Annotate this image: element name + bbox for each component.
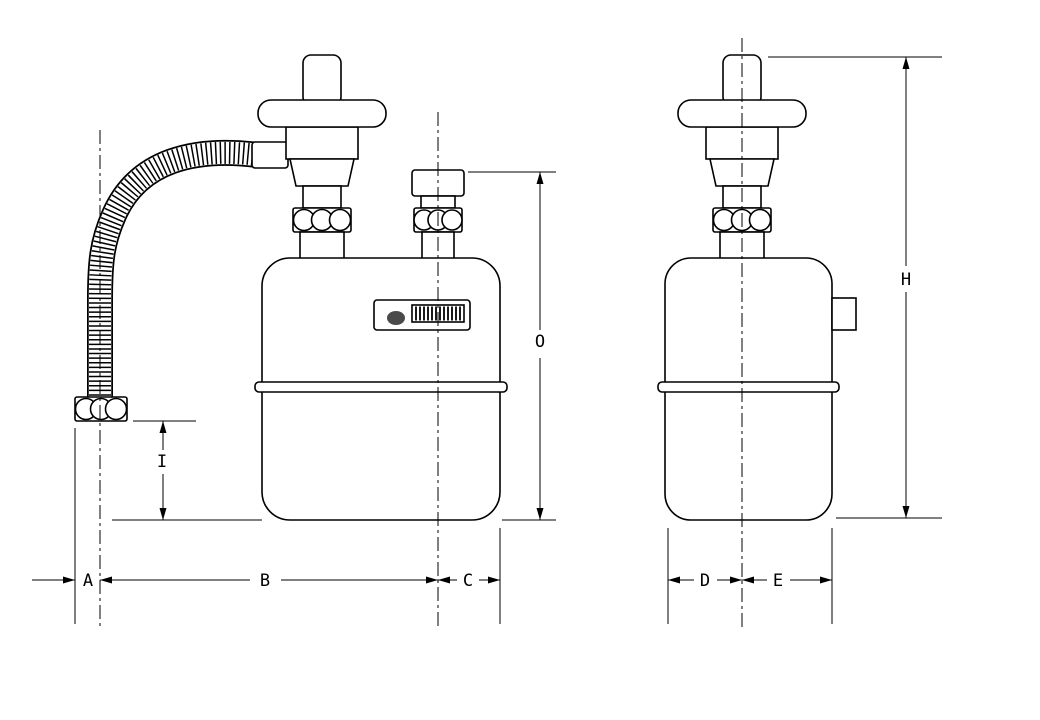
hose-elbow — [251, 141, 289, 169]
hose-core — [88, 141, 260, 400]
valve-flange — [257, 99, 387, 128]
dimension-a: A — [32, 571, 93, 591]
arrow-e-left — [742, 576, 754, 584]
dim-label-i: I — [157, 452, 167, 472]
arrow-o-bottom — [536, 508, 544, 520]
arrow-i-bottom — [159, 508, 167, 520]
dimension-o: O — [535, 172, 545, 520]
dimensions: I O H A B — [32, 56, 942, 624]
arrow-c-right — [488, 576, 500, 584]
arrow-e-right — [820, 576, 832, 584]
arrow-h-bottom — [902, 506, 910, 518]
hose-ribs — [89, 141, 260, 400]
dim-label-c: C — [463, 571, 473, 591]
meter-body-front — [254, 257, 508, 521]
dim-label-d: D — [700, 571, 710, 591]
flexible-hose — [87, 139, 260, 400]
inlet-valve-assembly — [251, 54, 387, 260]
arrow-c-left — [438, 576, 450, 584]
outlet-nut-knurl-3 — [441, 209, 463, 231]
dimension-h: H — [901, 57, 911, 518]
meter-body-side — [657, 257, 857, 521]
register-counter-digits — [415, 306, 461, 321]
register-window — [373, 299, 471, 331]
dimension-i: I — [157, 421, 167, 520]
inlet-nut-knurl-3 — [328, 208, 352, 232]
dimension-c: C — [438, 571, 500, 591]
arrow-b-right — [426, 576, 438, 584]
dim-label-h: H — [901, 270, 911, 290]
inlet-pipe-lower — [299, 231, 345, 260]
hose-nut-knurl-3 — [104, 397, 128, 421]
inlet-pipe-upper — [302, 185, 342, 209]
body-seam-band-front — [254, 381, 508, 393]
dimension-d: D — [668, 571, 742, 591]
valve-taper — [289, 158, 355, 187]
arrow-a-right — [63, 576, 75, 584]
side-view — [657, 54, 857, 521]
dim-label-a: A — [83, 571, 93, 591]
body-seam-band-side — [657, 381, 840, 393]
front-view — [74, 54, 508, 521]
side-port-stub — [831, 297, 857, 331]
valve-upper-body — [285, 126, 359, 160]
dim-label-e: E — [773, 571, 783, 591]
arrow-h-top — [902, 57, 910, 69]
dim-label-o: O — [535, 332, 545, 352]
arrow-d-left — [668, 576, 680, 584]
arrow-d-right — [730, 576, 742, 584]
hose-end-nut — [74, 396, 128, 422]
side-nut-knurl-3 — [748, 208, 772, 232]
arrow-b-left — [100, 576, 112, 584]
dimension-e: E — [742, 571, 832, 591]
arrow-i-top — [159, 421, 167, 433]
arrow-o-top — [536, 172, 544, 184]
register-indicator-dot — [387, 311, 405, 325]
dimension-b: B — [100, 571, 438, 591]
centerlines — [99, 38, 743, 628]
valve-stem — [302, 54, 342, 106]
dim-label-b: B — [260, 571, 270, 591]
